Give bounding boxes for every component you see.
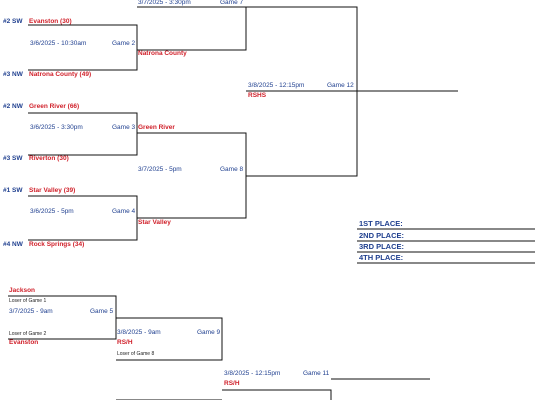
game11-label: Game 11 bbox=[303, 370, 330, 377]
place-label-3: 3RD PLACE: bbox=[359, 242, 405, 251]
game9-connector bbox=[116, 317, 223, 361]
team-seed: #2 SW bbox=[3, 18, 23, 25]
team-seed: #3 NW bbox=[3, 71, 23, 78]
game5-date: 3/7/2025 - 9am bbox=[9, 308, 53, 315]
game3-date: 3/6/2025 - 3:30pm bbox=[30, 124, 83, 131]
game12-date: 3/8/2025 - 12:15pm bbox=[248, 82, 305, 89]
team-name: Green River (66) bbox=[29, 103, 80, 110]
game9-date: 3/8/2025 - 9am bbox=[117, 329, 161, 336]
game2-label: Game 2 bbox=[112, 40, 136, 47]
game3-connector bbox=[28, 112, 138, 156]
game5-top-note: Loser of Game 1 bbox=[9, 298, 47, 304]
team-seed: #2 NW bbox=[3, 103, 23, 110]
game11-date: 3/8/2025 - 12:15pm bbox=[224, 370, 281, 377]
game5-bottom-note: Loser of Game 2 bbox=[9, 331, 47, 337]
game9-winner: RS/H bbox=[117, 339, 133, 346]
game2-connector bbox=[28, 24, 138, 71]
game9-label: Game 9 bbox=[197, 329, 221, 336]
game11-winner: RS/H bbox=[224, 380, 240, 387]
game3-label: Game 3 bbox=[112, 124, 136, 131]
game8-date: 3/7/2025 - 5pm bbox=[138, 166, 182, 173]
team-name: Star Valley (39) bbox=[29, 187, 76, 194]
game7-date: 3/7/2025 - 3:30pm bbox=[138, 0, 191, 6]
team-seed: #1 SW bbox=[3, 187, 23, 194]
game12-label: Game 12 bbox=[327, 82, 354, 89]
game7-label: Game 7 bbox=[220, 0, 244, 6]
game8-connector bbox=[137, 132, 247, 219]
game4-winner: Star Valley bbox=[138, 219, 171, 226]
place-label-1: 1ST PLACE: bbox=[359, 219, 403, 228]
team-name: Rock Springs (34) bbox=[29, 241, 85, 248]
team-name: Natrona County (49) bbox=[29, 71, 92, 78]
game3-winner: Green River bbox=[138, 124, 175, 131]
game2-date: 3/6/2025 - 10:30am bbox=[30, 40, 87, 47]
game5-label: Game 5 bbox=[90, 308, 114, 315]
game7-connector bbox=[137, 6, 247, 51]
game8-label: Game 8 bbox=[220, 166, 244, 173]
game4-connector bbox=[28, 195, 138, 241]
game5-bottom-team: Evanston bbox=[9, 339, 39, 346]
team-seed: #4 NW bbox=[3, 241, 23, 248]
team-name: Riverton (30) bbox=[29, 155, 69, 162]
game12-winner: RSHS bbox=[248, 92, 267, 99]
game9-note: Loser of Game 8 bbox=[117, 351, 155, 357]
team-name: Evanston (30) bbox=[29, 18, 72, 25]
game5-top-team: Jackson bbox=[9, 287, 36, 294]
game2-winner: Natrona County bbox=[138, 50, 187, 57]
game11-connector bbox=[222, 389, 332, 400]
game4-date: 3/6/2025 - 5pm bbox=[30, 208, 74, 215]
game4-label: Game 4 bbox=[112, 208, 136, 215]
team-seed: #3 SW bbox=[3, 155, 23, 162]
place-label-4: 4TH PLACE: bbox=[359, 253, 404, 262]
place-label-2: 2ND PLACE: bbox=[359, 231, 405, 240]
